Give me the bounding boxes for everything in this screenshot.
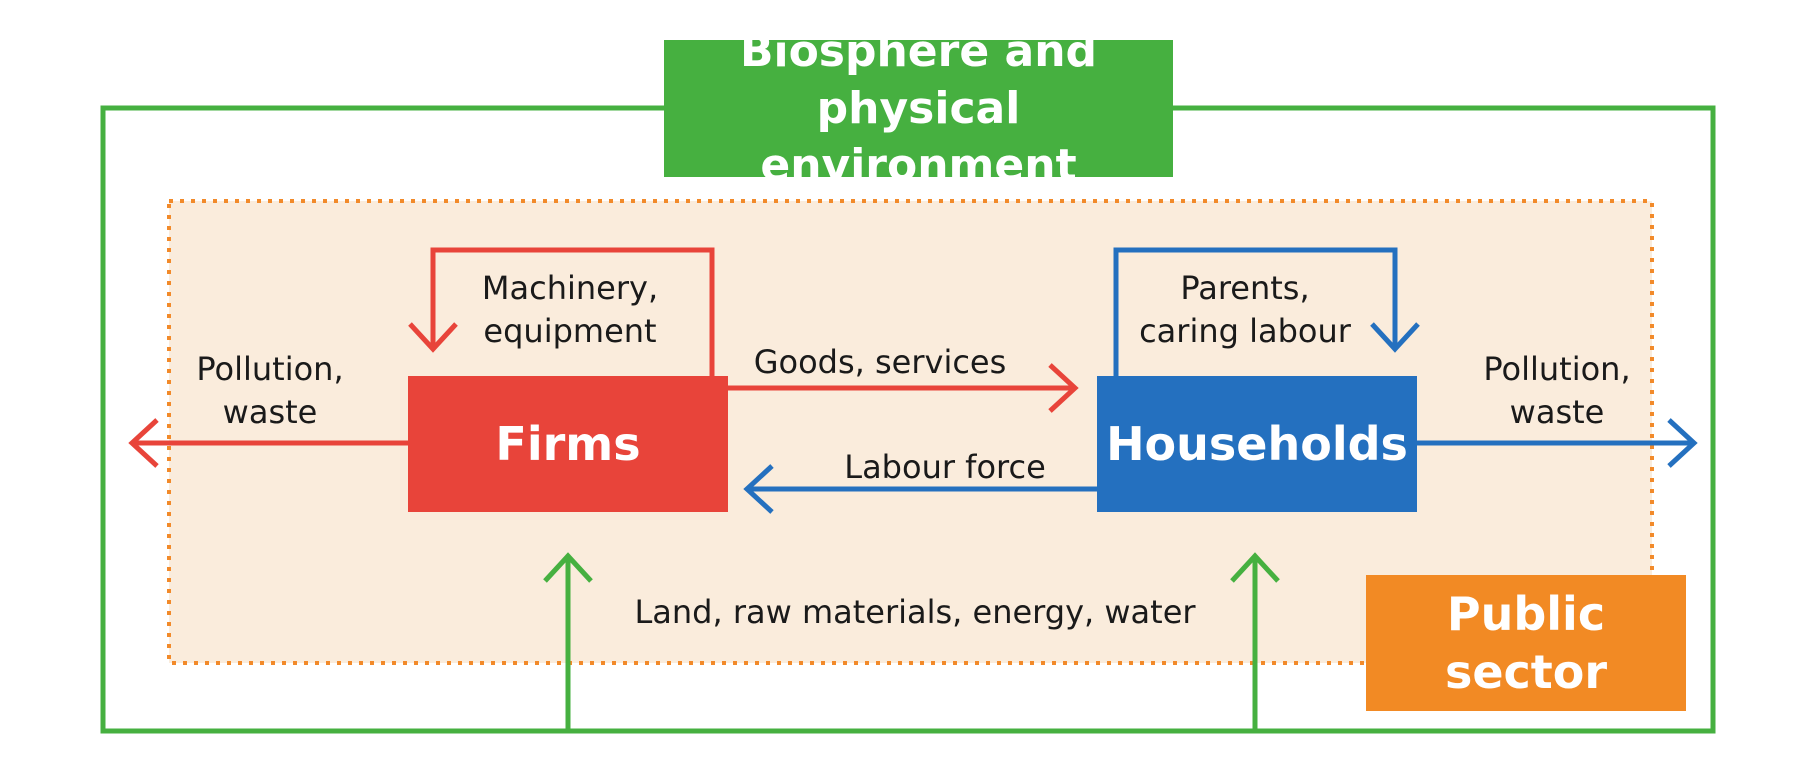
pollution-left-label: Pollution, waste: [196, 350, 344, 431]
parents-loop-arrow: [1113, 247, 1398, 376]
pollution-right-arrowhead: [1667, 418, 1698, 468]
machinery-label: Machinery, equipment: [481, 269, 659, 350]
resource-arrowhead-firms: [543, 552, 593, 583]
firms-box: Firms: [408, 376, 728, 512]
parents-label: Parents, caring labour: [1139, 269, 1351, 350]
resources-label: Land, raw materials, energy, water: [634, 593, 1196, 631]
parents-arrowhead: [1370, 322, 1420, 353]
pollution-left-arrowhead: [128, 418, 159, 468]
goods-arrowhead: [1048, 363, 1079, 413]
households-box: Households: [1097, 376, 1417, 512]
labour-label: Labour force: [844, 448, 1046, 486]
labour-arrowhead: [743, 464, 774, 514]
machinery-arrowhead: [408, 322, 458, 353]
machinery-loop-arrow: [430, 247, 715, 376]
pollution-right-label: Pollution, waste: [1483, 350, 1631, 431]
public-sector-box: Public sector: [1366, 575, 1686, 711]
biosphere-title: Biosphere and physical environment: [664, 26, 1173, 191]
resource-arrowhead-households: [1230, 552, 1280, 583]
goods-label: Goods, services: [753, 343, 1007, 381]
